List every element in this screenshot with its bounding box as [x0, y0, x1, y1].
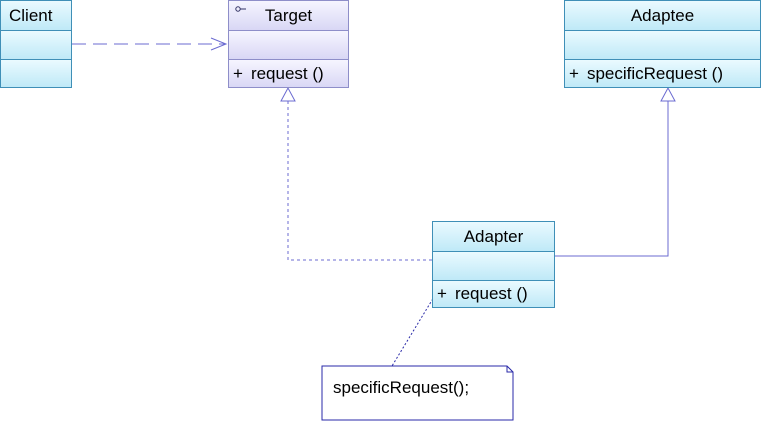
- class-client-operations: [1, 59, 71, 87]
- note-text[interactable]: specificRequest();: [333, 378, 470, 397]
- operation-specific-request[interactable]: specificRequest (): [586, 63, 723, 83]
- class-name: Client: [9, 5, 53, 25]
- class-client-name-compartment: Client: [1, 1, 71, 30]
- note-shape: [321, 365, 514, 421]
- class-name: Adapter: [463, 226, 524, 246]
- class-adapter[interactable]: Adapter + request (): [432, 221, 555, 308]
- realization-adapter-target: [280, 86, 432, 261]
- class-adaptee-name-compartment: Adaptee: [565, 1, 760, 30]
- visibility-public: +: [569, 63, 579, 83]
- class-client[interactable]: Client: [0, 0, 72, 88]
- operation-request[interactable]: request (): [454, 284, 528, 303]
- visibility-public: +: [437, 284, 447, 303]
- note-anchor-line: [391, 291, 438, 367]
- interface-target-name-compartment: Target: [229, 1, 348, 30]
- interface-icon: [235, 6, 246, 12]
- class-adaptee-operations: + specificRequest (): [565, 59, 760, 87]
- visibility-public: +: [233, 63, 243, 83]
- class-client-attributes: [1, 30, 71, 59]
- interface-target-attributes: [229, 30, 348, 59]
- interface-target[interactable]: Target + request (): [228, 0, 349, 88]
- class-adapter-attributes: [433, 251, 554, 280]
- class-adapter-operations: + request (): [433, 280, 554, 307]
- operation-request[interactable]: request (): [250, 63, 324, 83]
- class-name: Adaptee: [630, 5, 695, 25]
- class-adaptee[interactable]: Adaptee + specificRequest (): [564, 0, 761, 88]
- class-adaptee-attributes: [565, 30, 760, 59]
- generalization-adapter-adaptee: [555, 86, 676, 257]
- interface-target-operations: + request (): [229, 59, 348, 87]
- class-name: Target: [264, 5, 313, 25]
- dependency-client-target: [72, 37, 228, 51]
- class-adapter-name-compartment: Adapter: [433, 222, 554, 251]
